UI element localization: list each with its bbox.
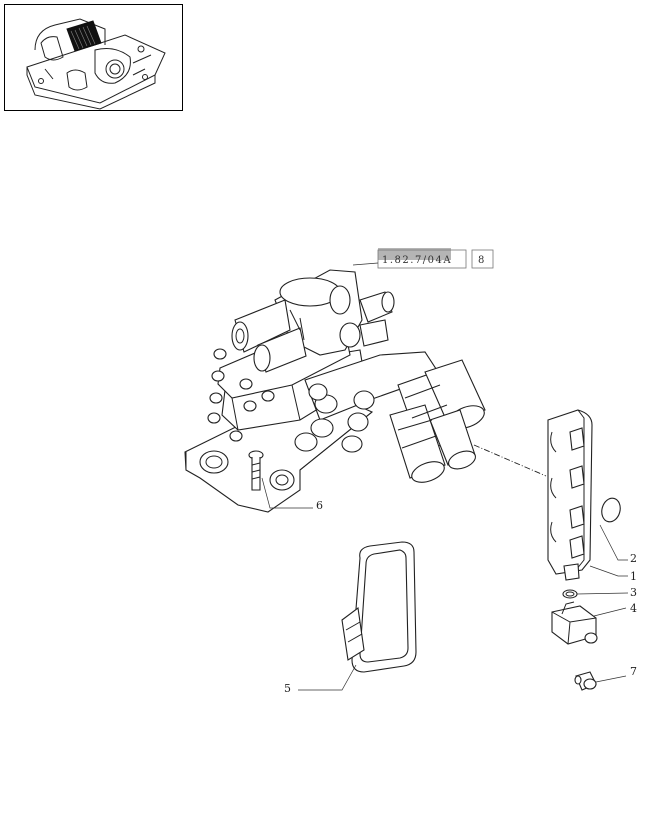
connector-block-part [547, 409, 593, 581]
callout-3[interactable]: 3 [630, 586, 637, 599]
valve-assembly-thumbnail-icon [26, 18, 166, 110]
plug-part [601, 497, 621, 523]
o-ring-part [562, 589, 578, 599]
callout-7[interactable]: 7 [630, 665, 637, 678]
control-valve-block [184, 269, 486, 513]
alignment-line [473, 444, 547, 477]
plug-screw-part [574, 671, 597, 691]
callout-5[interactable]: 5 [284, 682, 291, 695]
reference-page-box[interactable] [471, 249, 494, 269]
thumbnail-frame [4, 4, 183, 111]
gasket-part [341, 541, 417, 673]
sensor-part [551, 601, 598, 645]
callout-6[interactable]: 6 [316, 499, 323, 512]
callout-4[interactable]: 4 [630, 602, 637, 615]
reference-label[interactable]: 1.82.7/04A 8 [377, 248, 494, 269]
callout-1[interactable]: 1 [630, 570, 637, 583]
reference-leader [352, 262, 379, 266]
callout-2[interactable]: 2 [630, 552, 637, 565]
reference-page: 8 [478, 255, 486, 266]
bolt-part [248, 450, 264, 491]
reference-code: 1.82.7/04A [382, 255, 452, 266]
